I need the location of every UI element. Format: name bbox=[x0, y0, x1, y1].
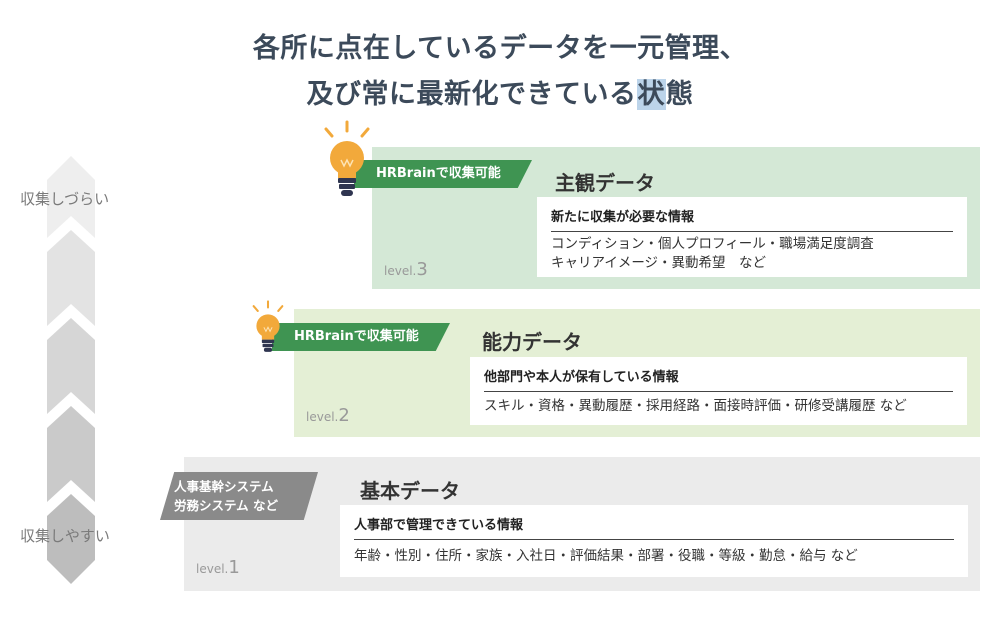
page-title-line-1: 各所に点在しているデータを一元管理、 bbox=[252, 33, 748, 64]
arrow-segment-top bbox=[47, 156, 95, 238]
level-2-card-heading: 他部門や本人が保有している情報 bbox=[484, 366, 953, 392]
level-2-badge: HRBrainで収集可能 bbox=[272, 323, 450, 351]
arrow-segment-2 bbox=[47, 230, 95, 326]
level-1-card-body: 年齢・性別・住所・家族・入社日・評価結果・部署・役職・等級・勤怠・給与 など bbox=[354, 547, 960, 566]
level-1-badge: 人事基幹システム 労務システム など bbox=[160, 472, 318, 520]
title-line-2-text: 及び常に最新化できている bbox=[306, 79, 637, 110]
level-1-title: 基本データ bbox=[360, 479, 460, 503]
arrow-segment-bottom bbox=[47, 494, 95, 584]
level-3-badge: HRBrainで収集可能 bbox=[354, 160, 532, 188]
level-1-line-1: 年齢・性別・住所・家族・入社日・評価結果・部署・役職・等級・勤怠・給与 など bbox=[354, 548, 858, 564]
level-2-panel: 能力データ 他部門や本人が保有している情報 スキル・資格・異動履歴・採用経路・面… bbox=[294, 309, 980, 437]
title-highlight: 状 bbox=[636, 79, 666, 110]
page-title-line-2: 及び常に最新化できている状態 bbox=[0, 72, 1000, 111]
lightbulb-icon-small bbox=[252, 300, 284, 352]
level-1-card-heading: 人事部で管理できている情報 bbox=[354, 514, 954, 540]
level-2-card: 他部門や本人が保有している情報 スキル・資格・異動履歴・採用経路・面接時評価・研… bbox=[470, 357, 967, 425]
title-line-2-end: 態 bbox=[666, 79, 694, 110]
difficulty-arrow bbox=[47, 156, 95, 584]
level-2-card-body: スキル・資格・異動履歴・採用経路・面接時評価・研修受講履歴 など bbox=[484, 397, 959, 416]
level-2-number: 2 bbox=[338, 405, 350, 426]
arrow-segment-3 bbox=[47, 318, 95, 414]
level-1-card: 人事部で管理できている情報 年齢・性別・住所・家族・入社日・評価結果・部署・役職… bbox=[340, 505, 968, 577]
level-3-panel: 主観データ 新たに収集が必要な情報 コンディション・個人プロフィール・職場満足度… bbox=[372, 147, 980, 289]
level-1-badge-line-2: 労務システム など bbox=[174, 498, 278, 513]
level-1-badge-line-1: 人事基幹システム bbox=[174, 479, 274, 494]
level-3-card-heading: 新たに収集が必要な情報 bbox=[551, 206, 953, 232]
level-1-label: level.1 bbox=[196, 557, 240, 578]
level-2-label: level.2 bbox=[306, 405, 350, 426]
level-3-label: level.3 bbox=[384, 259, 428, 280]
axis-bottom-label: 収集しやすい bbox=[20, 527, 110, 545]
level-1-number: 1 bbox=[228, 557, 240, 578]
level-3-number: 3 bbox=[416, 259, 428, 280]
level-3-prefix: level. bbox=[384, 264, 417, 278]
level-3-card-body: コンディション・個人プロフィール・職場満足度調査 キャリアイメージ・異動希望 な… bbox=[551, 235, 959, 273]
axis-top-label: 収集しづらい bbox=[20, 190, 110, 208]
level-1-prefix: level. bbox=[196, 562, 229, 576]
level-3-line-1: コンディション・個人プロフィール・職場満足度調査 bbox=[551, 236, 874, 252]
arrow-segment-4 bbox=[47, 406, 95, 502]
lightbulb-icon-large bbox=[324, 120, 370, 196]
level-1-panel: 基本データ 人事部で管理できている情報 年齢・性別・住所・家族・入社日・評価結果… bbox=[184, 457, 980, 591]
level-2-title: 能力データ bbox=[482, 330, 582, 354]
level-3-title: 主観データ bbox=[555, 171, 655, 195]
level-2-line-1: スキル・資格・異動履歴・採用経路・面接時評価・研修受講履歴 など bbox=[484, 398, 907, 414]
level-2-prefix: level. bbox=[306, 410, 339, 424]
level-3-line-2: キャリアイメージ・異動希望 など bbox=[551, 255, 767, 271]
level-3-card: 新たに収集が必要な情報 コンディション・個人プロフィール・職場満足度調査 キャリ… bbox=[537, 197, 967, 277]
